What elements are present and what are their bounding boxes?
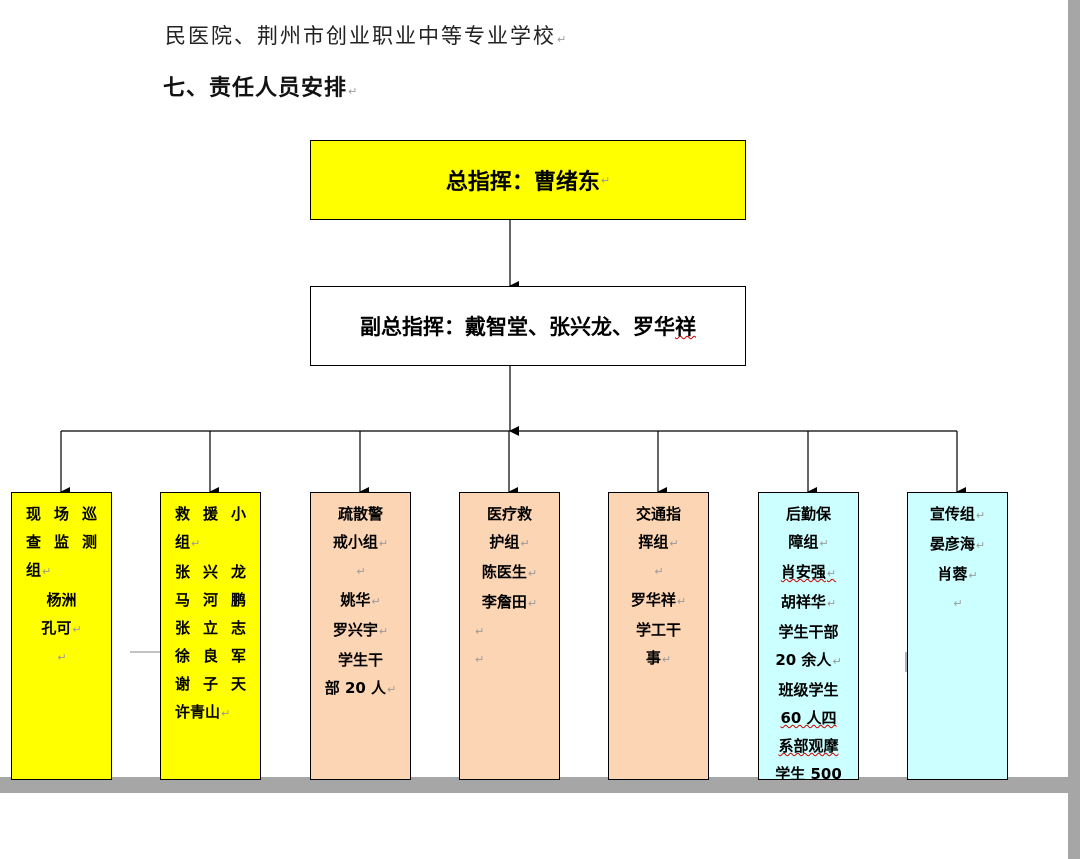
- paragraph-mark: ↵: [654, 565, 664, 578]
- group-line: 查 监 测: [26, 533, 97, 551]
- paragraph-mark: ↵: [819, 537, 829, 550]
- group-line: 医疗救: [486, 505, 532, 523]
- group-line: 部 20 人↵: [324, 679, 397, 697]
- group-line: 肖安强↵: [780, 563, 837, 581]
- group-line: 晏彦海↵: [929, 535, 986, 553]
- group-line: 组↵: [175, 533, 201, 551]
- group-line: 罗华祥↵: [630, 591, 687, 609]
- group-line: 学生 500: [775, 765, 842, 780]
- group-line: 挥组↵: [638, 533, 679, 551]
- paragraph-mark: ↵: [968, 569, 978, 582]
- group-line: 罗兴宇↵: [332, 621, 389, 639]
- paragraph-mark: ↵: [527, 567, 538, 580]
- group-line: 马 河 鹏: [175, 591, 246, 609]
- deputy-label: 副总指挥：: [360, 315, 465, 339]
- group-box-site-patrol: 现 场 巡 查 监 测 组↵ 杨洲 孔可↵ ↵: [11, 492, 112, 780]
- document-page: 民医院、荆州市创业职业中等专业学校↵ 七、责任人员安排↵ 总指挥：曹绪东↵ 副总…: [0, 0, 1068, 780]
- paragraph-mark: ↵: [953, 597, 963, 610]
- group-line: 姚华↵: [340, 591, 381, 609]
- paragraph-mark: ↵: [475, 653, 485, 666]
- group-line: 陈医生↵: [481, 563, 538, 581]
- group-line: 护组↵: [489, 533, 530, 551]
- group-box-publicity: 宣传组↵ 晏彦海↵ 肖蓉↵ ↵: [907, 492, 1008, 780]
- paragraph-mark: ↵: [378, 537, 389, 550]
- group-line: 学生干: [337, 651, 383, 669]
- group-box-rescue: 救 援 小 组↵ 张 兴 龙 马 河 鹏 张 立 志 徐 良 军 谢 子 天 许…: [160, 492, 261, 780]
- group-line: 事↵: [645, 649, 672, 667]
- group-line: 20 余人↵: [775, 651, 842, 669]
- group-line: 宣传组↵: [929, 505, 986, 523]
- intro-line: 民医院、荆州市创业职业中等专业学校↵: [165, 20, 568, 50]
- paragraph-mark: ↵: [57, 651, 67, 664]
- spellcheck-underline: 祥: [675, 315, 696, 339]
- paragraph-mark: ↵: [475, 625, 485, 638]
- paragraph-mark: ↵: [520, 537, 530, 550]
- group-line: 救 援 小: [175, 505, 246, 523]
- group-line: 许青山↵: [175, 703, 231, 721]
- group-line: 孔可↵: [41, 619, 82, 637]
- group-line: 学工干: [635, 621, 681, 639]
- group-line: 系部观摩: [778, 737, 839, 755]
- intro-text: 民医院、荆州市创业职业中等专业学校: [165, 24, 556, 48]
- group-line: 徐 良 军: [175, 647, 246, 665]
- paragraph-mark: ↵: [378, 625, 389, 638]
- group-line: 现 场 巡: [26, 505, 97, 523]
- paragraph-mark: ↵: [191, 537, 201, 550]
- paragraph-mark: ↵: [669, 537, 679, 550]
- paragraph-mark: ↵: [348, 85, 359, 98]
- section-heading-text: 七、责任人员安排: [163, 76, 348, 101]
- paragraph-mark: ↵: [661, 653, 672, 666]
- group-line: 张 立 志: [175, 619, 246, 637]
- group-line: 张 兴 龙: [175, 563, 246, 581]
- group-line: 谢 子 天: [175, 675, 246, 693]
- deputy-names: 戴智堂、张兴龙、罗华祥: [465, 315, 696, 339]
- paragraph-mark: ↵: [826, 567, 837, 580]
- group-line: 李詹田↵: [481, 593, 538, 611]
- group-box-traffic: 交通指 挥组↵ ↵ 罗华祥↵ 学工干 事↵: [608, 492, 709, 780]
- paragraph-mark: ↵: [557, 33, 569, 46]
- paragraph-mark: ↵: [42, 565, 52, 578]
- next-document-page: [0, 793, 1068, 859]
- group-box-evacuation: 疏散警 戒小组↵ ↵ 姚华↵ 罗兴宇↵ 学生干 部 20 人↵: [310, 492, 411, 780]
- chief-commander-box: 总指挥：曹绪东↵: [310, 140, 746, 220]
- org-chart-connectors: [60, 220, 966, 672]
- deputy-commander-box: 副总指挥：戴智堂、张兴龙、罗华祥: [310, 286, 746, 366]
- chief-name: 曹绪东: [533, 170, 600, 195]
- paragraph-mark: ↵: [832, 655, 842, 668]
- chief-label: 总指挥：: [445, 170, 534, 195]
- group-line: 学生干部: [778, 623, 839, 641]
- group-line: 胡祥华↵: [780, 593, 837, 611]
- group-line: 后勤保: [785, 505, 831, 523]
- group-line: 班级学生: [778, 681, 839, 699]
- group-line: 组↵: [26, 561, 52, 579]
- group-line: 杨洲: [46, 591, 77, 609]
- paragraph-mark: ↵: [221, 707, 231, 720]
- section-heading: 七、责任人员安排↵: [163, 70, 358, 102]
- paragraph-mark: ↵: [371, 595, 381, 608]
- group-line: 疏散警: [337, 505, 383, 523]
- paragraph-mark: ↵: [676, 595, 687, 608]
- group-line: 交通指: [635, 505, 681, 523]
- paragraph-mark: ↵: [975, 539, 986, 552]
- group-line: 肖蓉↵: [937, 565, 978, 583]
- paragraph-mark: ↵: [387, 683, 397, 696]
- paragraph-mark: ↵: [826, 597, 837, 610]
- group-line: 戒小组↵: [332, 533, 389, 551]
- paragraph-mark: ↵: [356, 565, 366, 578]
- paragraph-mark: ↵: [975, 509, 986, 522]
- paragraph-mark: ↵: [600, 173, 611, 187]
- group-line: 障组↵: [788, 533, 829, 551]
- group-box-medical: 医疗救 护组↵ 陈医生↵ 李詹田↵ ↵ ↵: [459, 492, 560, 780]
- paragraph-mark: ↵: [527, 597, 538, 610]
- group-box-logistics: 后勤保 障组↵ 肖安强↵ 胡祥华↵ 学生干部 20 余人↵ 班级学生 60 人四…: [758, 492, 859, 780]
- group-line: 60 人四: [780, 709, 837, 727]
- paragraph-mark: ↵: [72, 623, 82, 636]
